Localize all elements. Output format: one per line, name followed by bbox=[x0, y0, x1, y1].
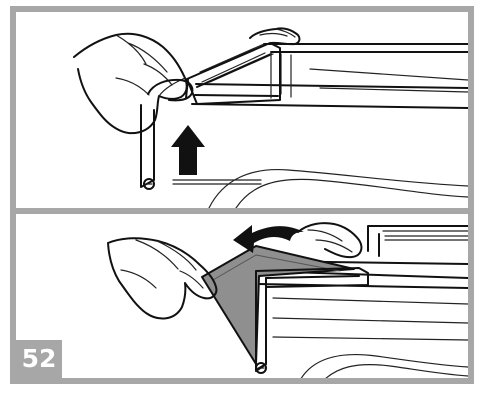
arrow-up-icon bbox=[171, 125, 205, 175]
left-hand-outline-bottom bbox=[108, 238, 216, 318]
appliance-lower-curve-bottom bbox=[298, 355, 468, 384]
filter-mesh bbox=[202, 246, 354, 364]
right-hand-fingers-bottom bbox=[308, 230, 352, 252]
open-filter-step-bottom-panel bbox=[16, 214, 468, 384]
filter-drawer-frame bbox=[186, 43, 280, 104]
figure-frame: 52 bbox=[10, 6, 474, 384]
left-hand-fingers bbox=[116, 35, 185, 96]
lift-filter-drawer-illustration bbox=[16, 12, 468, 208]
left-hand-outline bbox=[74, 34, 187, 133]
left-hand-fingers-bottom bbox=[121, 240, 203, 288]
figure-number-badge: 52 bbox=[16, 340, 62, 378]
appliance-lower-curve bbox=[209, 170, 468, 208]
remove-filter-step-top-panel bbox=[16, 12, 468, 208]
open-filter-frame-illustration bbox=[16, 214, 468, 384]
right-hand-outline bbox=[250, 28, 299, 44]
